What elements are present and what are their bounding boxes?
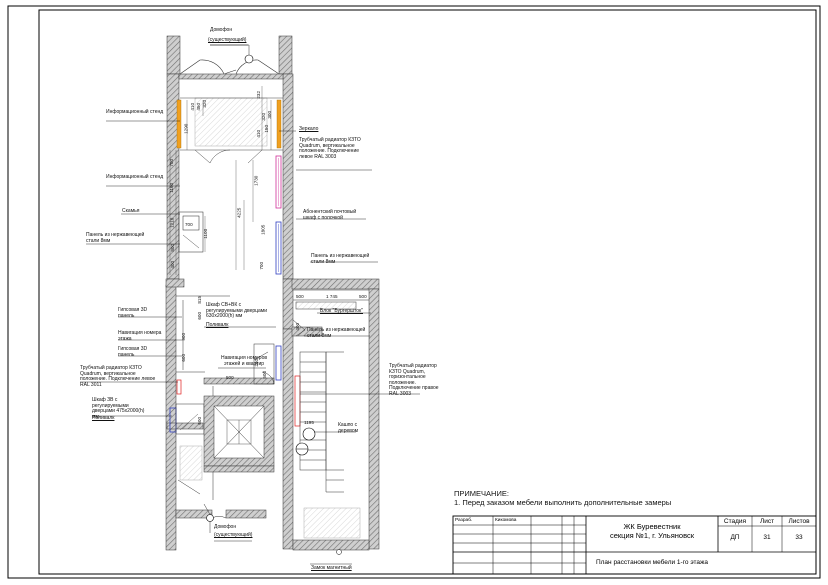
steel-panel-mid-label: Панель из нержавеющей стали 8мм bbox=[307, 327, 366, 339]
cabinet-3v-sub: Поливалк bbox=[92, 415, 115, 421]
tb-stage: ДП bbox=[730, 534, 740, 541]
dim-500c: 500 bbox=[262, 370, 268, 379]
dim-450: 450 bbox=[196, 102, 202, 111]
gypsum-2-label: Гипсовая 3D панель bbox=[118, 346, 148, 358]
steel-band-label: Блок "Бургершток" bbox=[320, 308, 363, 314]
junction-lines bbox=[292, 289, 369, 337]
cabinet-3v-label: Шкаф ЗВ с регулируемыми дверцами 475х200… bbox=[92, 397, 145, 420]
tb-dev-label: Разраб. bbox=[455, 518, 473, 523]
leader-lines bbox=[80, 44, 420, 565]
magnetic-lock-label: Замок магнитный bbox=[311, 565, 352, 571]
radiator-left-red bbox=[176, 379, 182, 395]
magnetic-lock-symbol bbox=[336, 549, 342, 555]
radiator-magenta bbox=[275, 155, 282, 209]
mailbox-label: Абонентский почтовый шкаф с полочкой bbox=[303, 209, 357, 221]
tb-section: секция №1, г. Ульяновск bbox=[609, 531, 695, 540]
intercom-bottom-symbol bbox=[206, 514, 214, 522]
mirror-orange bbox=[276, 99, 282, 149]
cabinet-sv-sub: Поливалк bbox=[206, 322, 229, 328]
dim-500d: 500 bbox=[226, 375, 234, 380]
dim-815: 815 bbox=[197, 295, 203, 304]
dim-700: 700 bbox=[169, 158, 175, 167]
tb-sheet: 31 bbox=[763, 534, 771, 541]
apartments-nav-label: Навигация номеров этажей и квартир bbox=[220, 355, 268, 367]
dim-400b: 400 bbox=[295, 322, 301, 331]
info-stand-orange-1 bbox=[176, 99, 182, 149]
planter-symbol bbox=[302, 427, 316, 441]
lower-landing-floor bbox=[303, 507, 361, 539]
note-text: 1. Перед заказом мебели выполнить дополн… bbox=[454, 498, 672, 507]
dim-500b: 500 bbox=[359, 294, 367, 299]
radiator-right-top-label: Трубчатый радиатор КЗТО Quadrum, вертика… bbox=[299, 137, 361, 160]
tb-sheets-header: Листов bbox=[788, 518, 810, 525]
dim-1100: 1100 bbox=[203, 228, 209, 239]
dim-900: 900 bbox=[181, 332, 187, 341]
dim-500: 500 bbox=[296, 294, 304, 299]
dim-4225: 4225 bbox=[236, 207, 242, 218]
dim-700b: 700 bbox=[259, 261, 265, 270]
gypsum-1-label: Гипсовая 3D панель bbox=[118, 307, 148, 319]
tb-drawing-title: План расстановки мебели 1-го этажа bbox=[595, 559, 709, 566]
lower-lobby-floor bbox=[179, 445, 203, 481]
tb-dev-name: Кикомова bbox=[495, 518, 517, 523]
intercom-bottom-sub: (существующий) bbox=[214, 532, 253, 538]
upper-dimension-lines bbox=[169, 86, 272, 275]
intercom-top-sub: (существующий) bbox=[208, 37, 247, 43]
sheet-frame-inner bbox=[38, 9, 817, 575]
title-block-grid bbox=[452, 515, 817, 575]
dim-1210: 1210 bbox=[169, 217, 175, 228]
dim-150: 150 bbox=[264, 124, 270, 133]
intercom-top-symbol bbox=[244, 54, 254, 64]
dim-320b: 320 bbox=[261, 112, 267, 121]
radiator-left-label: Трубчатый радиатор КЗТО Quadrum, вертика… bbox=[80, 365, 156, 388]
elevator-shaft bbox=[203, 395, 275, 473]
cabinet-sv-label: Шкаф СВ+ВК с регулируемыми дверцами 630х… bbox=[206, 302, 268, 320]
dim-400: 400 bbox=[170, 260, 176, 269]
upper-walls bbox=[165, 35, 380, 551]
staircase bbox=[299, 351, 344, 493]
steel-panel-right-label: Панель из нержавеющей стали 8мм bbox=[311, 253, 370, 265]
mirror-label: Зеркало bbox=[299, 126, 319, 132]
intercom-bottom-label: Домофон bbox=[214, 524, 237, 530]
dim-232: 232 bbox=[256, 90, 262, 99]
mailbox-blue bbox=[275, 221, 282, 275]
entrance-doors bbox=[179, 59, 280, 75]
tb-stage-header: Стадия bbox=[723, 518, 747, 525]
dim-410b: 410 bbox=[256, 129, 262, 138]
dim-260: 260 bbox=[254, 358, 260, 367]
note-title: ПРИМЕЧАНИЕ: bbox=[454, 489, 509, 498]
dim-800: 800 bbox=[170, 243, 176, 252]
dim-700c: 700 bbox=[185, 222, 193, 227]
dim-600c: 600 bbox=[197, 416, 203, 425]
intercom-top-label: Домофон bbox=[210, 27, 233, 33]
dim-320: 320 bbox=[202, 99, 208, 108]
dim-300: 300 bbox=[267, 110, 273, 119]
planter-label: Кашпо с деревом bbox=[338, 422, 359, 434]
bench-label: Скамья bbox=[122, 208, 140, 214]
floor-number-label: Навигация номера этажа bbox=[118, 330, 162, 342]
dim-1160: 1160 bbox=[169, 182, 175, 193]
dim-1745: 1 745 bbox=[326, 294, 338, 299]
steel-panel-left-label: Панель из нержавеющей стали 8мм bbox=[86, 232, 145, 244]
vestibule-floor-zone bbox=[194, 97, 268, 147]
radiator-right-low-label: Трубчатый радиатор КЗТО Quadrum, горизон… bbox=[389, 363, 439, 397]
dim-600: 600 bbox=[197, 311, 203, 320]
dim-410: 410 bbox=[190, 102, 196, 111]
info-stand-2-label: Информационный стенд bbox=[106, 174, 164, 180]
dim-1805: 1805 bbox=[260, 224, 266, 235]
tb-sheets: 33 bbox=[795, 534, 803, 541]
radiator-right-red bbox=[294, 375, 301, 427]
tb-project: ЖК Буревестник bbox=[623, 522, 681, 531]
tb-sheet-header: Лист bbox=[759, 518, 775, 525]
dim-1290: 1290 bbox=[183, 123, 189, 134]
dim-600b: 600 bbox=[181, 353, 187, 362]
dim-1730: 1730 bbox=[253, 175, 259, 186]
steel-panel-blue bbox=[275, 345, 282, 381]
dim-1195: 1195 bbox=[304, 420, 314, 425]
sheet-frame-outer bbox=[7, 5, 821, 579]
info-stand-1-label: Информационный стенд bbox=[106, 109, 164, 115]
bench-symbol bbox=[178, 211, 204, 253]
